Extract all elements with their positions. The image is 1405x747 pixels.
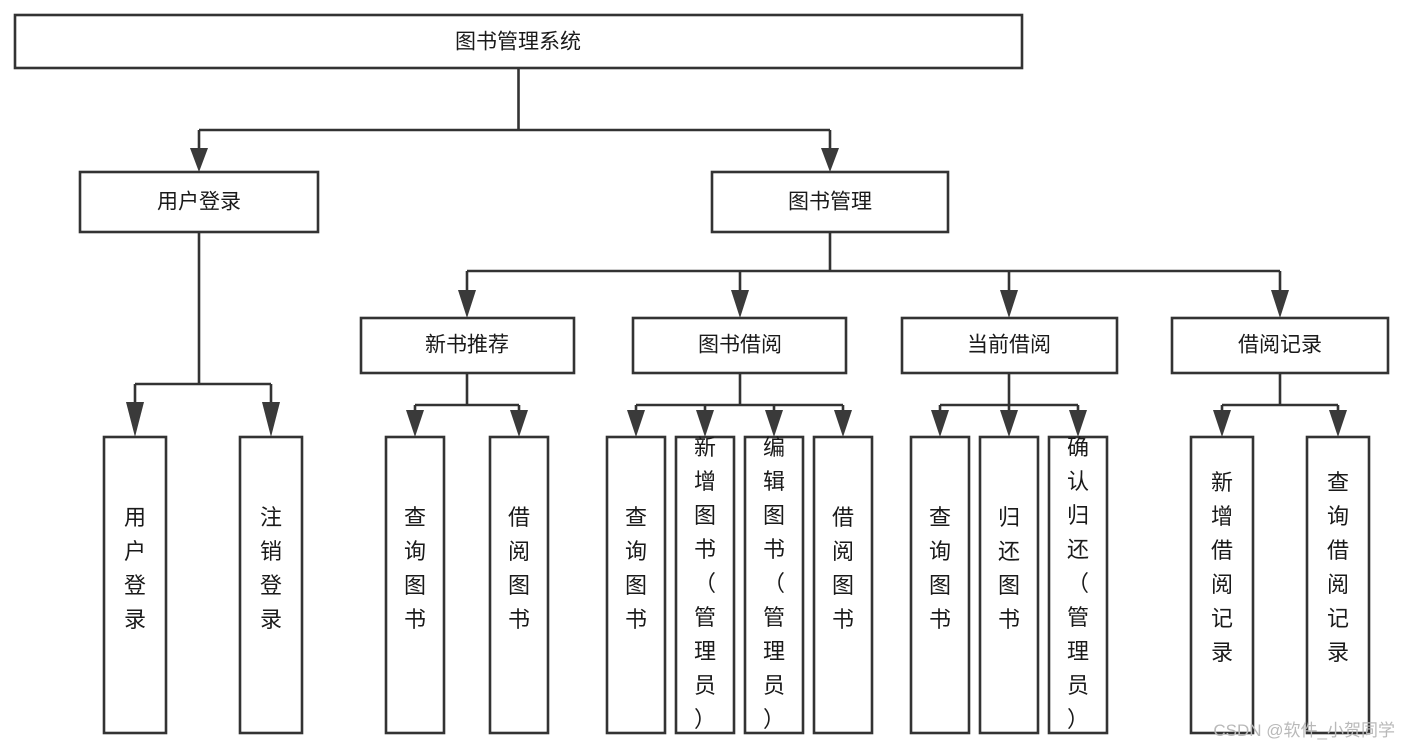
node-book-management-label: 图书管理 [788, 191, 872, 214]
node-user-login-box[interactable] [78, 170, 320, 234]
arrowhead-current-borrow [1000, 290, 1018, 318]
node-borrow-record-box[interactable] [1170, 316, 1390, 375]
leaf-newbook-borrow-box[interactable] [488, 435, 550, 735]
arrowhead-newbook-leaf-1 [406, 410, 424, 437]
leaf-user-login-label: 用户登录 [124, 505, 146, 632]
leaf-newbook-query-box[interactable] [384, 435, 446, 735]
node-book-management[interactable]: 图书管理 [710, 170, 950, 234]
leaf-currentborrow-query-label: 查询图书 [929, 505, 951, 632]
connectors-layer [126, 68, 1347, 437]
leaf-bookborrow-edit-box[interactable] [743, 435, 805, 735]
leaf-newbook-query-label: 查询图书 [404, 505, 426, 632]
leaf-currentborrow-confirm-label: 确认归还（管理员） [1067, 435, 1089, 732]
leaf-node[interactable]: 用户登录 [102, 435, 168, 735]
nodes-layer: 图书管理系统 用户登录 图书管理 新书推荐 图书借阅 当前 [13, 13, 1390, 735]
node-user-login[interactable]: 用户登录 [78, 170, 320, 234]
leaf-node[interactable]: 查询图书 [605, 435, 667, 735]
arrowhead-bookborrow-leaf-3 [765, 410, 783, 437]
leaf-node[interactable]: 借阅图书 [812, 435, 874, 735]
node-user-login-label: 用户登录 [157, 191, 241, 214]
arrowhead-borrowrecord-leaf-2 [1329, 410, 1347, 437]
leaf-currentborrow-return-label: 归还图书 [998, 505, 1020, 632]
arrowhead-borrowrecord-leaf-1 [1213, 410, 1231, 437]
leaf-bookborrow-borrow-label: 借阅图书 [832, 505, 854, 632]
leaf-logout-label: 注销登录 [260, 505, 282, 632]
leaf-node[interactable]: 查询图书 [909, 435, 971, 735]
node-root-label: 图书管理系统 [455, 31, 581, 54]
leaf-currentborrow-confirm-box[interactable] [1047, 435, 1109, 735]
node-book-borrow[interactable]: 图书借阅 [631, 316, 848, 375]
arrowhead-book-borrow [731, 290, 749, 318]
arrowhead-bookborrow-leaf-4 [834, 410, 852, 437]
leaf-currentborrow-return-box[interactable] [978, 435, 1040, 735]
leaf-node[interactable]: 新增图书（管理员） [674, 435, 736, 735]
leaf-node[interactable]: 新增借阅记录 [1189, 435, 1255, 735]
leaf-currentborrow-query-box[interactable] [909, 435, 971, 735]
leaf-node[interactable]: 注销登录 [238, 435, 304, 735]
leaf-bookborrow-query-label: 查询图书 [625, 505, 647, 632]
node-borrow-record-label: 借阅记录 [1238, 334, 1322, 357]
arrowhead-books [821, 148, 839, 172]
node-root-box[interactable] [13, 13, 1024, 70]
leaf-borrowrecord-add-label: 新增借阅记录 [1211, 470, 1233, 665]
node-book-borrow-label: 图书借阅 [698, 334, 782, 357]
leaf-bookborrow-add-box[interactable] [674, 435, 736, 735]
leaf-node[interactable]: 查询图书 [384, 435, 446, 735]
leaf-bookborrow-add-label: 新增图书（管理员） [694, 435, 716, 732]
csdn-watermark: CSDN @软件_小贺同学 [1213, 721, 1395, 740]
leaf-borrowrecord-query-box[interactable] [1305, 435, 1371, 735]
leaf-logout-box[interactable] [238, 435, 304, 735]
leaf-user-login-box[interactable] [102, 435, 168, 735]
node-current-borrow[interactable]: 当前借阅 [900, 316, 1119, 375]
node-new-book-recommend-box[interactable] [359, 316, 576, 375]
arrowhead-bookborrow-leaf-1 [627, 410, 645, 437]
arrowhead-bookborrow-leaf-2 [696, 410, 714, 437]
leaf-bookborrow-query-box[interactable] [605, 435, 667, 735]
node-new-book-recommend-label: 新书推荐 [425, 334, 509, 357]
node-current-borrow-label: 当前借阅 [967, 334, 1051, 357]
leaf-node[interactable]: 编辑图书（管理员） [743, 435, 805, 735]
leaf-node[interactable]: 查询借阅记录 [1305, 435, 1371, 735]
node-book-management-box[interactable] [710, 170, 950, 234]
arrowhead-new-book [458, 290, 476, 318]
leaf-bookborrow-borrow-box[interactable] [812, 435, 874, 735]
arrowhead-login [190, 148, 208, 172]
leaf-node[interactable]: 确认归还（管理员） [1047, 435, 1109, 735]
leaf-newbook-borrow-label: 借阅图书 [508, 505, 530, 632]
node-book-borrow-box[interactable] [631, 316, 848, 375]
leaf-node[interactable]: 归还图书 [978, 435, 1040, 735]
arrowhead-currentborrow-leaf-3 [1069, 410, 1087, 437]
leaf-node[interactable]: 借阅图书 [488, 435, 550, 735]
node-current-borrow-box[interactable] [900, 316, 1119, 375]
node-root[interactable]: 图书管理系统 [13, 13, 1024, 70]
arrowhead-borrow-record [1271, 290, 1289, 318]
arrowhead-newbook-leaf-2 [510, 410, 528, 437]
arrowhead-leaf-user-login [126, 402, 144, 437]
node-borrow-record[interactable]: 借阅记录 [1170, 316, 1390, 375]
leaf-borrowrecord-query-label: 查询借阅记录 [1327, 470, 1349, 665]
arrowhead-currentborrow-leaf-2 [1000, 410, 1018, 437]
leaf-bookborrow-edit-label: 编辑图书（管理员） [763, 435, 785, 732]
arrowhead-leaf-logout [262, 402, 280, 437]
arrowhead-currentborrow-leaf-1 [931, 410, 949, 437]
leaf-borrowrecord-add-box[interactable] [1189, 435, 1255, 735]
node-new-book-recommend[interactable]: 新书推荐 [359, 316, 576, 375]
